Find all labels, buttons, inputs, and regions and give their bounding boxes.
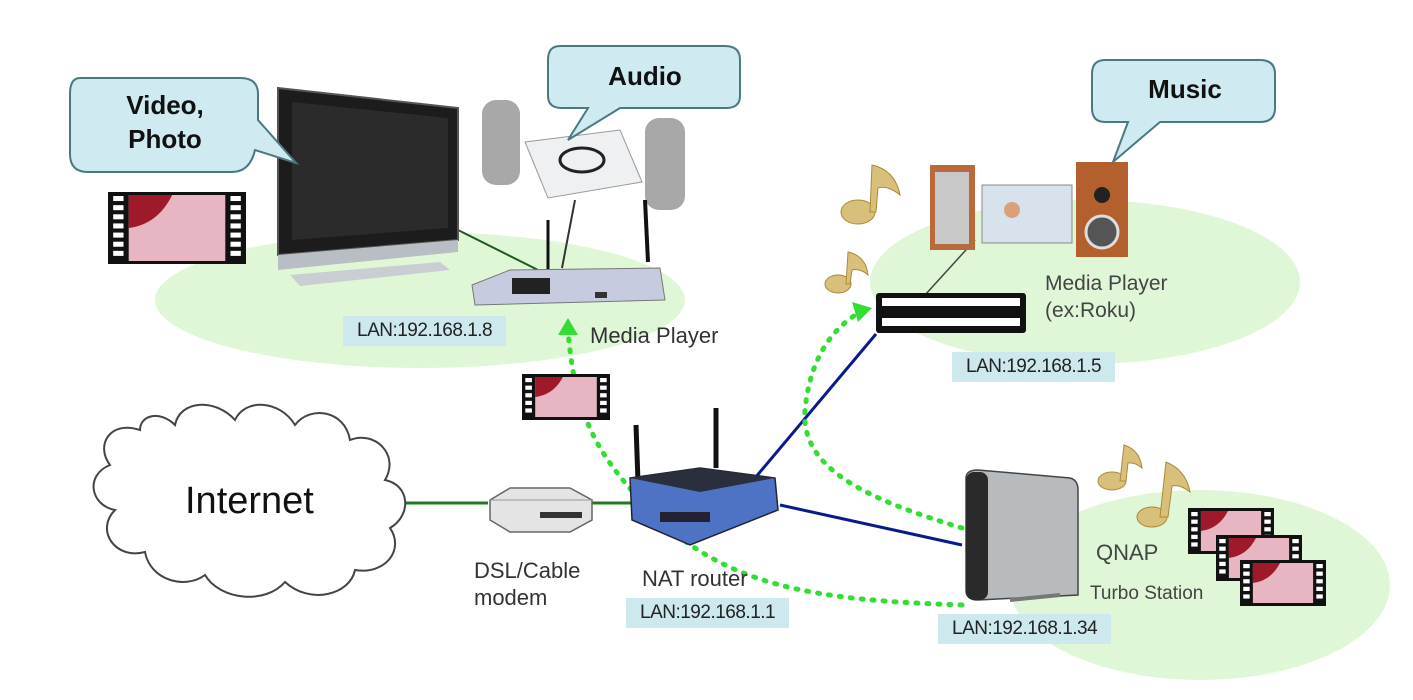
film-strip-icon bbox=[1240, 560, 1326, 606]
video-bubble-line1: Video, bbox=[126, 90, 204, 120]
link-tv-player1 bbox=[457, 229, 539, 271]
media-player-1-lan-address: LAN:192.168.1.8 bbox=[343, 316, 507, 346]
nas-label-line1: QNAP bbox=[1096, 540, 1159, 565]
music-note-icon bbox=[824, 251, 869, 294]
tv-icon bbox=[277, 86, 459, 286]
cloud-icon bbox=[92, 403, 407, 598]
audio-system-icon bbox=[482, 100, 685, 210]
music-bubble bbox=[1091, 59, 1276, 166]
video-bubble-line2: Photo bbox=[128, 124, 202, 154]
media-player-2-label-line2: (ex:Roku) bbox=[1045, 299, 1137, 322]
internet-label: Internet bbox=[185, 480, 314, 522]
link-router-nas bbox=[779, 503, 963, 547]
stream-nas-to-player2 bbox=[802, 309, 965, 531]
media-player-2-lan-address: LAN:192.168.1.5 bbox=[952, 352, 1116, 382]
music-bubble-label: Music bbox=[1148, 74, 1222, 104]
audio-bubble-label: Audio bbox=[608, 61, 682, 91]
modem-icon bbox=[489, 487, 593, 533]
modem-label-line2: modem bbox=[474, 585, 548, 610]
router-label: NAT router bbox=[642, 566, 748, 591]
video-bubble-label: Video, Photo bbox=[80, 88, 250, 156]
video-bubble bbox=[69, 77, 300, 173]
nas-server-icon bbox=[965, 469, 1079, 602]
media-player-1-label: Media Player bbox=[590, 323, 719, 348]
link-router-player2 bbox=[753, 333, 878, 479]
media-player-icon bbox=[471, 199, 666, 306]
audio-bubble bbox=[547, 45, 741, 141]
modem-label-line1: DSL/Cable bbox=[474, 558, 581, 583]
router-lan-address: LAN:192.168.1.1 bbox=[626, 598, 790, 628]
media-player-2-label-line1: Media Player bbox=[1045, 272, 1168, 295]
media-player-2-label: Media Player (ex:Roku) bbox=[1045, 270, 1168, 324]
music-note-icon bbox=[1097, 444, 1143, 491]
wireless-router-icon bbox=[629, 408, 779, 546]
nas-label-line2: Turbo Station bbox=[1090, 583, 1204, 604]
film-strip-icon bbox=[108, 192, 246, 264]
stream-arrow-player1 bbox=[558, 318, 578, 335]
music-note-icon bbox=[1136, 461, 1191, 528]
stream-arrow-player2 bbox=[852, 302, 872, 322]
nas-lan-address: LAN:192.168.1.34 bbox=[938, 614, 1112, 644]
music-note-icon bbox=[840, 164, 901, 225]
stereo-speakers-icon bbox=[930, 162, 1128, 257]
modem-label: DSL/Cable modem bbox=[474, 557, 580, 611]
roku-player-icon bbox=[876, 293, 1026, 333]
film-strip-icon bbox=[522, 374, 610, 420]
